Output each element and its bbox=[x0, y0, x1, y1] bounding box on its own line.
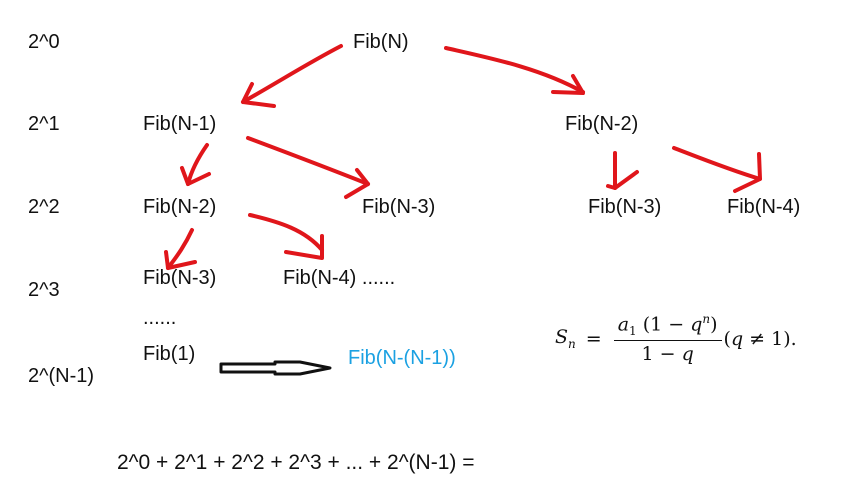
level-label-n-minus-1: 2^(N-1) bbox=[28, 365, 95, 387]
node-l2-b: Fib(N-3) bbox=[362, 196, 436, 218]
node-leaf-equivalent: Fib(N-(N-1)) bbox=[348, 347, 456, 369]
node-leaf: Fib(1) bbox=[143, 343, 196, 365]
geometric-sum-formula: Sn = a1 (1 − qn) 1 − q (q ≠ 1). bbox=[555, 312, 797, 365]
formula-numerator: a1 (1 − qn) bbox=[613, 312, 722, 342]
arrow-right-to-l2d bbox=[672, 146, 762, 193]
node-l3-a: Fib(N-3) bbox=[143, 267, 217, 289]
arrow-left-to-l2a bbox=[180, 143, 211, 186]
node-l1-right: Fib(N-2) bbox=[565, 113, 639, 135]
arrow-l2a-to-l3a bbox=[164, 228, 197, 270]
ellipsis-dots: ...... bbox=[143, 307, 177, 329]
level-label-3: 2^3 bbox=[28, 279, 60, 301]
node-root: Fib(N) bbox=[353, 31, 409, 53]
node-l2-c: Fib(N-3) bbox=[588, 196, 662, 218]
node-l1-left: Fib(N-1) bbox=[143, 113, 217, 135]
formula-fraction: a1 (1 − qn) 1 − q bbox=[613, 312, 722, 366]
arrow-root-to-right bbox=[444, 46, 585, 95]
level-label-1: 2^1 bbox=[28, 113, 60, 135]
node-l2-a: Fib(N-2) bbox=[143, 196, 217, 218]
formula-condition: (q ≠ 1). bbox=[723, 327, 797, 350]
arrow-l2a-to-l3b bbox=[248, 213, 324, 260]
equivalence-arrow bbox=[219, 360, 332, 376]
formula-denominator: 1 − q bbox=[641, 343, 694, 366]
sum-expression: 2^0 + 2^1 + 2^2 + 2^3 + ... + 2^(N-1) = bbox=[117, 451, 475, 474]
formula-lhs: Sn bbox=[555, 326, 576, 351]
arrow-left-to-l2b bbox=[246, 136, 370, 199]
node-l2-d: Fib(N-4) bbox=[727, 196, 801, 218]
formula-equals: = bbox=[585, 327, 602, 350]
arrow-root-to-left bbox=[241, 44, 343, 108]
arrow-right-to-l2c bbox=[606, 151, 639, 190]
level-label-0: 2^0 bbox=[28, 31, 60, 53]
node-l3-b: Fib(N-4) ...... bbox=[283, 267, 396, 289]
level-label-2: 2^2 bbox=[28, 196, 60, 218]
